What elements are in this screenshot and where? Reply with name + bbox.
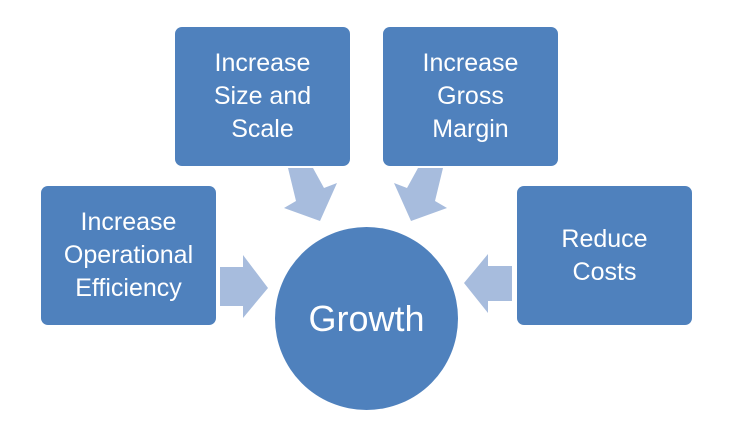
node-reduce-costs-line-1: Reduce (561, 224, 648, 253)
node-size-scale-line-2: Size and (213, 82, 312, 110)
node-size-scale-line-1: Increase (214, 49, 311, 77)
node-operational-efficiency-line-1: Increase (80, 208, 177, 236)
node-operational-efficiency: Increase Operational Efficiency (41, 186, 216, 325)
arrow-reduce-costs (464, 254, 512, 313)
node-gross-margin-line-3: Margin (432, 115, 509, 143)
arrow-gross-margin (394, 168, 447, 221)
node-reduce-costs: Reduce Costs (517, 186, 692, 325)
node-gross-margin-line-1: Increase (422, 49, 519, 77)
center-growth: Growth (275, 227, 458, 410)
node-reduce-costs-line-2: Costs (572, 257, 637, 286)
arrow-size-scale (284, 168, 337, 221)
node-gross-margin: Increase Gross Margin (383, 27, 558, 166)
center-growth-label: Growth (308, 297, 425, 339)
node-size-scale: Increase Size and Scale (175, 27, 350, 166)
node-size-scale-line-3: Scale (231, 115, 294, 143)
node-operational-efficiency-line-2: Operational (63, 241, 194, 269)
node-gross-margin-line-2: Gross (437, 82, 504, 110)
node-operational-efficiency-line-3: Efficiency (75, 274, 182, 302)
arrow-operational-efficiency (220, 255, 268, 318)
